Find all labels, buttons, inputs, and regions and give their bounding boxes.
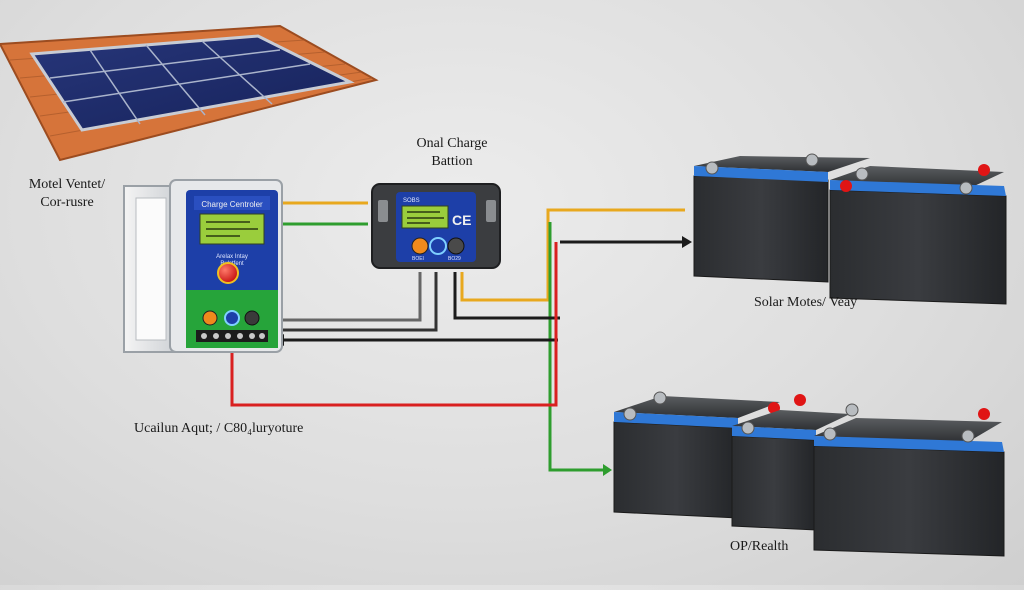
controller-button-blue[interactable] <box>224 310 240 326</box>
battery-bank-upper <box>693 153 1007 305</box>
center-button-orange[interactable] <box>411 237 429 255</box>
battery-terminal-red <box>978 408 990 420</box>
center-device-label-line1: Onal Charge <box>416 136 488 151</box>
ce-mark: CE <box>452 212 471 228</box>
wire-green-down <box>548 222 605 472</box>
center-button-blue[interactable] <box>429 237 447 255</box>
center-controller-lcd <box>401 205 449 229</box>
left-device-label: Motel Ventet/ Cor-rusre <box>12 176 122 212</box>
controller-status-knob[interactable] <box>217 262 239 284</box>
battery-terminal <box>845 403 859 417</box>
battery-terminal-red <box>840 180 852 192</box>
arrow-black <box>682 236 692 248</box>
controller-mid-text-1: Arelax Intay <box>216 254 248 260</box>
wire-black-1 <box>453 272 560 320</box>
battery <box>613 391 780 519</box>
center-charge-controller: SOBS CE BOEI BO29 <box>371 183 501 269</box>
battery-terminal <box>653 391 667 405</box>
arrow-green <box>603 464 612 476</box>
left-device-label-line2: Cor-rusre <box>40 195 94 210</box>
center-device-label: Onal Charge Battion <box>392 135 512 171</box>
battery-terminal <box>959 181 973 195</box>
center-controller-small-label: SOBS <box>403 198 420 204</box>
wire-red <box>230 242 558 407</box>
center-knob-label-2: BO29 <box>448 256 461 262</box>
controller-screen-header: Charge Centroler <box>201 200 263 209</box>
upper-batteries-label: Solar Motes/ Veay <box>754 295 858 310</box>
wire-yellow-right <box>460 208 685 302</box>
wire-black-3 <box>282 272 422 322</box>
center-device-label-line2: Battion <box>431 154 473 169</box>
wire-black-2 <box>282 272 438 332</box>
controller-button-dark[interactable] <box>244 310 260 326</box>
battery-bank-lower <box>613 391 1005 557</box>
solar-panel-array <box>0 24 379 162</box>
battery <box>693 153 870 283</box>
battery <box>829 164 1007 305</box>
battery-terminal-red <box>978 164 990 176</box>
battery-terminal <box>741 421 755 435</box>
battery-terminal <box>705 161 719 175</box>
bottom-left-label: Ucailun Aqut; / C80₄luryoture <box>134 421 304 436</box>
battery <box>813 403 1005 557</box>
battery-terminal <box>623 407 637 421</box>
lower-batteries-label: OP/Realth <box>730 539 789 554</box>
battery-terminal <box>961 429 975 443</box>
battery-terminal <box>823 427 837 441</box>
wiring <box>230 201 692 476</box>
center-knob-label-1: BOEI <box>412 256 424 262</box>
center-button-dark[interactable] <box>447 237 465 255</box>
left-device-label-line1: Motel Ventet/ <box>28 177 106 192</box>
controller-terminal-strip <box>196 330 268 342</box>
controller-button-orange[interactable] <box>202 310 218 326</box>
cabinet-charge-controller: Charge Centroler Arelax Intay Bulstfent <box>123 179 283 353</box>
battery-terminal-red <box>794 394 806 406</box>
battery-terminal <box>855 167 869 181</box>
battery-terminal <box>805 153 819 167</box>
battery <box>731 394 850 531</box>
